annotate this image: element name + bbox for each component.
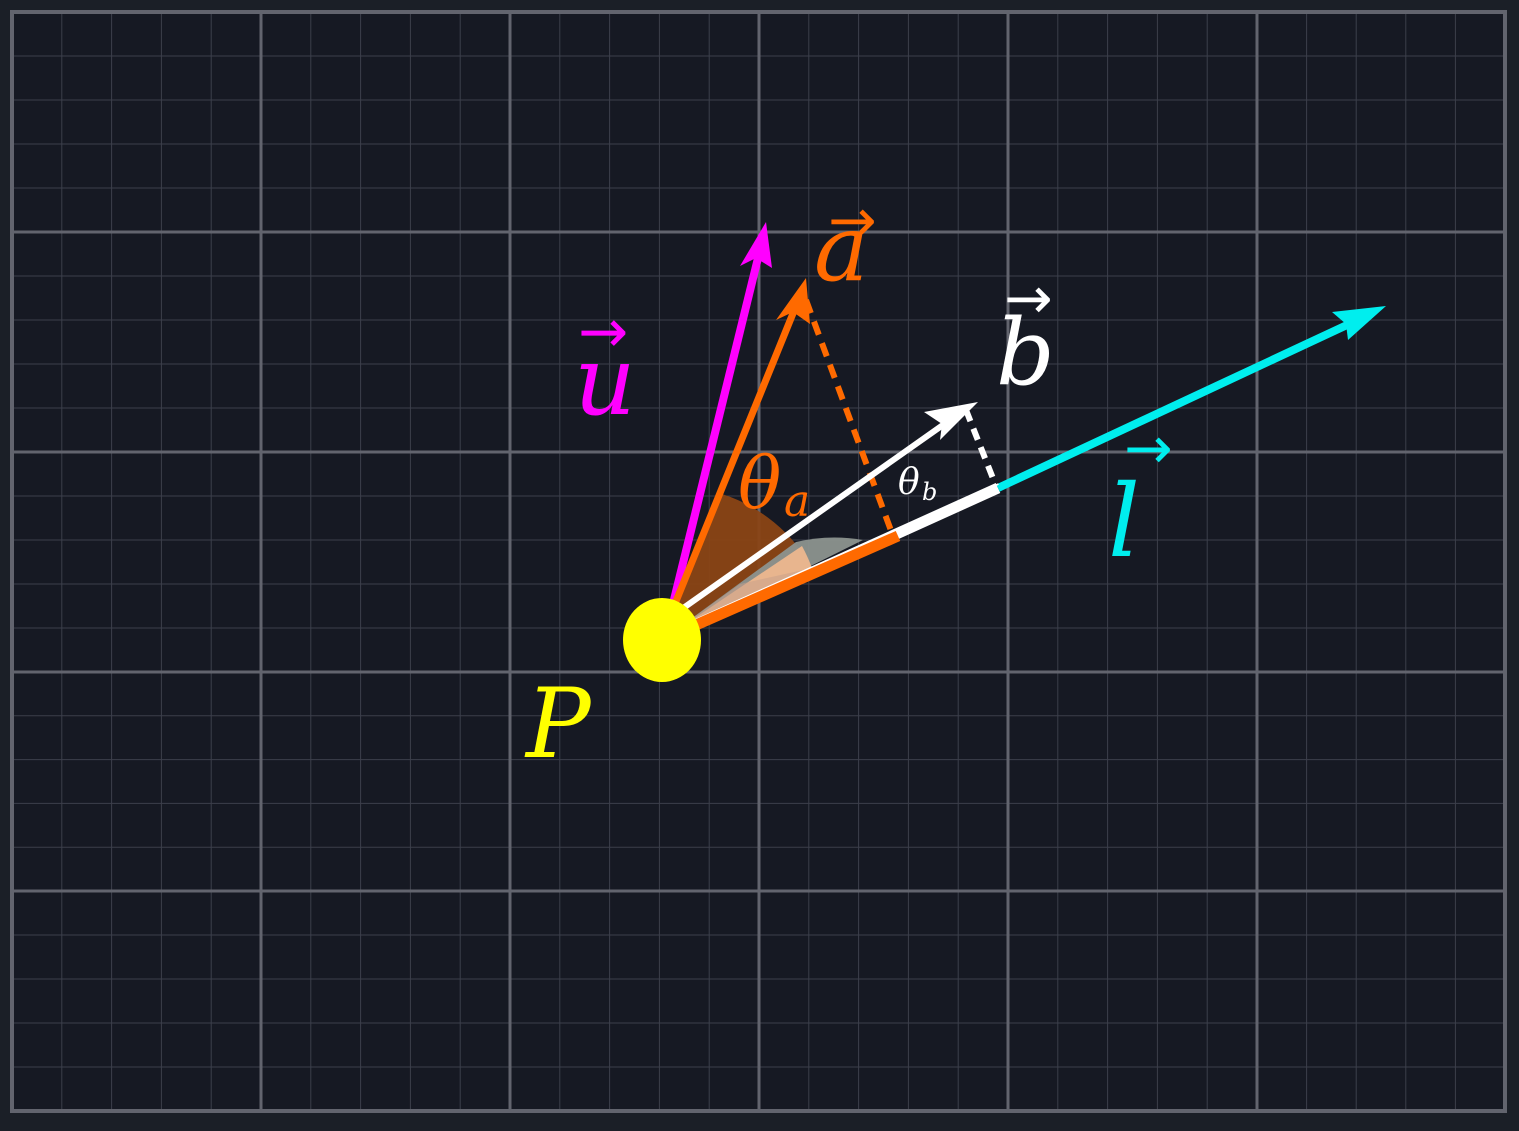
projection-a-segment [659,530,901,646]
label-theta-a: θ [738,441,781,525]
perpendicular-b-dashed [963,408,999,488]
label-point-p: P [524,668,592,780]
label-theta-b: θ [898,462,920,503]
vector-l-line [996,314,1364,492]
label-u-arrow: → [578,297,628,367]
major-grid [12,12,1505,1111]
label-theta-b-sub: b [922,478,937,506]
label-a-arrow: → [828,186,877,254]
vector-a-arrowhead [776,278,810,324]
vector-b-arrowhead [924,402,978,440]
label-u: u [574,325,636,437]
label-l: l [1108,463,1140,580]
label-l-arrow: → [1124,414,1173,482]
vector-b-line [670,417,952,619]
vector-l-arrowhead [1332,306,1386,340]
label-a: a [814,195,869,302]
vector-u-arrowhead [740,222,772,268]
point-p [623,598,701,682]
perpendicular-a-dashed [803,298,896,538]
label-b: b [996,299,1055,406]
vector-a-line [666,304,800,618]
label-theta-a-sub: a [784,476,810,527]
label-b-arrow: → [1004,264,1053,332]
plot-border [10,10,1507,1113]
vector-u-line [666,249,764,617]
